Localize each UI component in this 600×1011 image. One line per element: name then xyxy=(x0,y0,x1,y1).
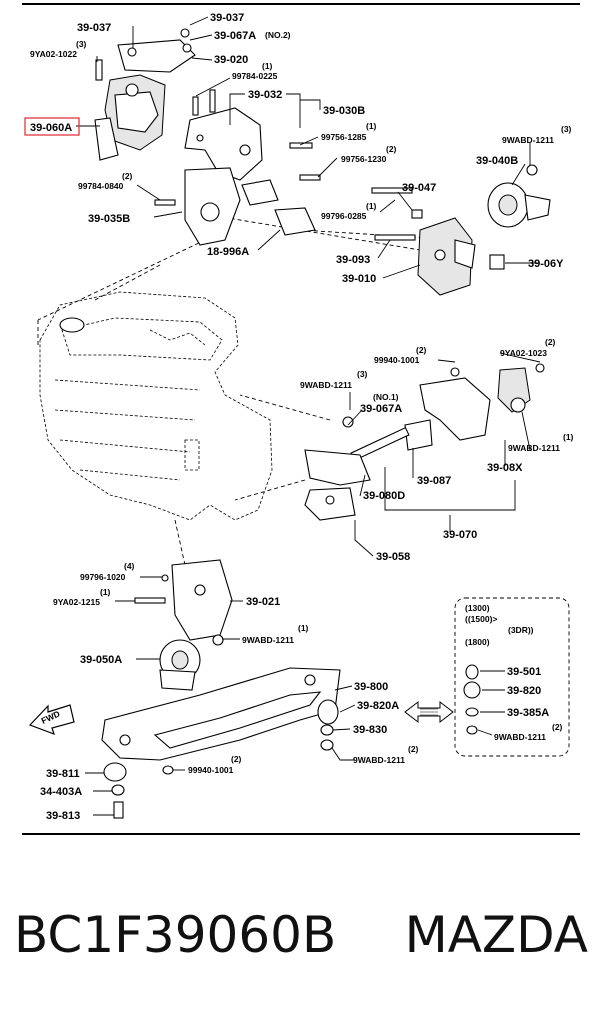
bracket-18-996a-drawing xyxy=(241,142,321,236)
callout-39-050a: 39-050A xyxy=(80,654,122,666)
callout-99940-1001: 99940-1001 xyxy=(188,765,234,775)
callout-quantity: (3) xyxy=(561,124,572,134)
mount-39-040b-drawing xyxy=(487,164,551,270)
callout-39-032: 39-032 xyxy=(248,89,282,101)
callout-18-996a: 18-996A xyxy=(207,246,249,258)
callout-9wabd-1211: 9WABD-1211 xyxy=(353,755,405,765)
callout-39-020: 39-020 xyxy=(214,54,248,66)
callout-9ya02-1215: 9YA02-1215 xyxy=(53,597,100,607)
callout-99784-0225: 99784-0225 xyxy=(232,71,278,81)
callout-quantity: (3) xyxy=(76,39,87,49)
interchange-arrow-icon xyxy=(404,700,454,724)
callout-quantity: (1) xyxy=(563,432,574,442)
callout-99756-1230: 99756-1230 xyxy=(341,154,387,164)
callout-34-403a: 34-403A xyxy=(40,786,82,798)
callout-9wabd-1211: 9WABD-1211 xyxy=(494,732,546,742)
variant-inset-box xyxy=(454,597,570,757)
callout-quantity: (1) xyxy=(262,61,273,71)
callout-9ya02-1022: 9YA02-1022 xyxy=(30,49,77,59)
mount-39-070-drawing xyxy=(342,363,545,462)
engine-block-outline xyxy=(39,291,273,521)
callout-quantity: (1) xyxy=(100,587,111,597)
callout-quantity: (1) xyxy=(366,121,377,131)
highlight-box xyxy=(24,117,80,136)
callout-39-800: 39-800 xyxy=(354,681,388,693)
callout-qualifier: (NO.1) xyxy=(373,392,399,402)
callout-39-08x: 39-08X xyxy=(487,462,523,474)
callout-quantity: (2) xyxy=(122,171,133,181)
engine-mount-parts-diagram: 39-037 39-037 39-067A (NO.2) (3) 9YA02-1… xyxy=(22,3,580,835)
bracket-39-021-drawing xyxy=(134,559,233,646)
callout-9ya02-1023: 9YA02-1023 xyxy=(500,348,547,358)
callout-39-820a: 39-820A xyxy=(357,700,399,712)
fwd-arrow-icon xyxy=(28,704,75,736)
callout-39-820: 39-820 xyxy=(507,685,541,697)
callout-39-830: 39-830 xyxy=(353,724,387,736)
callout-39-067a: 39-067A xyxy=(360,403,402,415)
callout-99756-1285: 99756-1285 xyxy=(321,132,367,142)
callout-39-037: 39-037 xyxy=(210,12,244,24)
callout-39-035b: 39-035B xyxy=(88,213,130,225)
brand-name: MAZDA xyxy=(404,906,588,964)
assembly-guide-lines xyxy=(37,214,431,566)
leader-lines xyxy=(76,16,541,816)
callout-39-093: 39-093 xyxy=(336,254,370,266)
callout-39-047: 39-047 xyxy=(402,182,436,194)
callout-qualifier: (NO.2) xyxy=(265,30,291,40)
callout-39-501: 39-501 xyxy=(507,666,541,678)
callout-quantity: (3) xyxy=(357,369,368,379)
callout-quantity: (1) xyxy=(366,201,377,211)
callout-39-067a: 39-067A xyxy=(214,30,256,42)
callout-quantity: (1) xyxy=(298,623,309,633)
callout-quantity: (2) xyxy=(386,144,397,154)
callout-9wabd-1211: 9WABD-1211 xyxy=(508,443,560,453)
callout-39-010: 39-010 xyxy=(342,273,376,285)
callout-39-037: 39-037 xyxy=(77,22,111,34)
callout-39-080d: 39-080D xyxy=(363,490,405,502)
bushing-set-drawing xyxy=(103,664,481,819)
product-caption: BC1F39060B MAZDA xyxy=(0,890,600,980)
callout-39-060a: 39-060A xyxy=(30,122,72,134)
inset-variant-1500: ((1500)> xyxy=(465,614,497,624)
callout-labels: 39-037 39-037 39-067A (NO.2) (3) 9YA02-1… xyxy=(24,12,574,822)
inset-variant-1300: (1300) xyxy=(465,603,490,613)
callout-quantity: (2) xyxy=(231,754,242,764)
inset-variant-3dr: (3DR)) xyxy=(508,625,534,635)
callout-39-040b: 39-040B xyxy=(476,155,518,167)
callout-99940-1001: 99940-1001 xyxy=(374,355,420,365)
callout-39-813: 39-813 xyxy=(46,810,80,822)
callout-99796-0285: 99796-0285 xyxy=(321,211,367,221)
bracket-39-080d-drawing xyxy=(304,449,371,521)
callout-quantity: (2) xyxy=(408,744,419,754)
part-number: BC1F39060B xyxy=(14,906,337,964)
callout-quantity: (2) xyxy=(552,722,563,732)
callout-99796-1020: 99796-1020 xyxy=(80,572,126,582)
inset-variant-1800: (1800) xyxy=(465,637,490,647)
mount-39-060a-drawing xyxy=(94,28,196,161)
callout-quantity: (2) xyxy=(416,345,427,355)
mount-39-050a-drawing xyxy=(159,639,201,691)
callout-quantity: (4) xyxy=(124,561,135,571)
callout-99784-0840: 99784-0840 xyxy=(78,181,124,191)
callout-9wabd-1211: 9WABD-1211 xyxy=(502,135,554,145)
callout-39-070: 39-070 xyxy=(443,529,477,541)
callout-39-030b: 39-030B xyxy=(323,105,365,117)
crossmember-39-800-drawing xyxy=(101,667,341,761)
callout-9wabd-1211: 9WABD-1211 xyxy=(242,635,294,645)
callout-39-021: 39-021 xyxy=(246,596,280,608)
callout-39-058: 39-058 xyxy=(376,551,410,563)
callout-quantity: (2) xyxy=(545,337,556,347)
bracket-39-035b-drawing xyxy=(154,167,241,246)
bracket-39-030b-drawing xyxy=(184,89,263,181)
callout-9wabd-1211: 9WABD-1211 xyxy=(300,380,352,390)
callout-39-811: 39-811 xyxy=(46,768,80,780)
callout-39-06y: 39-06Y xyxy=(528,258,564,270)
callout-39-385a: 39-385A xyxy=(507,707,549,719)
callout-39-087: 39-087 xyxy=(417,475,451,487)
mount-39-010-drawing xyxy=(371,187,476,296)
